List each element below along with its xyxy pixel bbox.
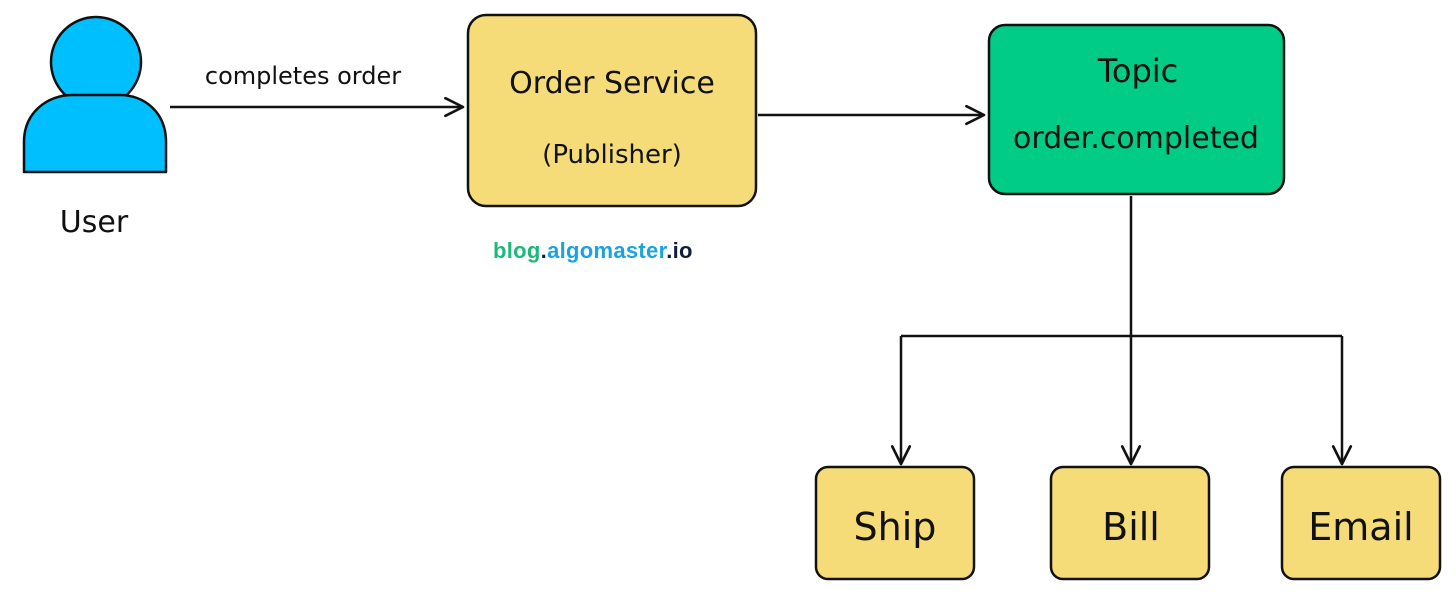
- watermark-dot: .: [540, 238, 548, 263]
- publisher-subtitle: (Publisher): [542, 140, 682, 170]
- watermark-algomaster: algomaster: [547, 238, 667, 263]
- edge-label-completes-order: completes order: [205, 62, 401, 90]
- subscriber-email: Email: [1280, 465, 1442, 581]
- subscriber-label: Email: [1308, 505, 1413, 549]
- subscriber-label: Ship: [854, 505, 937, 549]
- fanout-connectors: [901, 196, 1342, 338]
- topic-title: Topic: [1097, 52, 1178, 90]
- subscriber-ship: Ship: [814, 465, 976, 581]
- publisher-title: Order Service: [509, 66, 715, 101]
- topic-name: order.completed: [1013, 121, 1259, 156]
- publisher-node: Order Service (Publisher): [466, 13, 758, 208]
- watermark-io: .io: [666, 238, 693, 263]
- topic-node: Topic order.completed: [987, 23, 1286, 196]
- watermark: blog.algomaster.io: [493, 238, 693, 264]
- watermark-blog: blog: [493, 238, 541, 263]
- user-icon: [22, 15, 168, 174]
- user-label: User: [60, 205, 129, 240]
- subscriber-label: Bill: [1102, 505, 1160, 549]
- subscriber-bill: Bill: [1049, 465, 1211, 581]
